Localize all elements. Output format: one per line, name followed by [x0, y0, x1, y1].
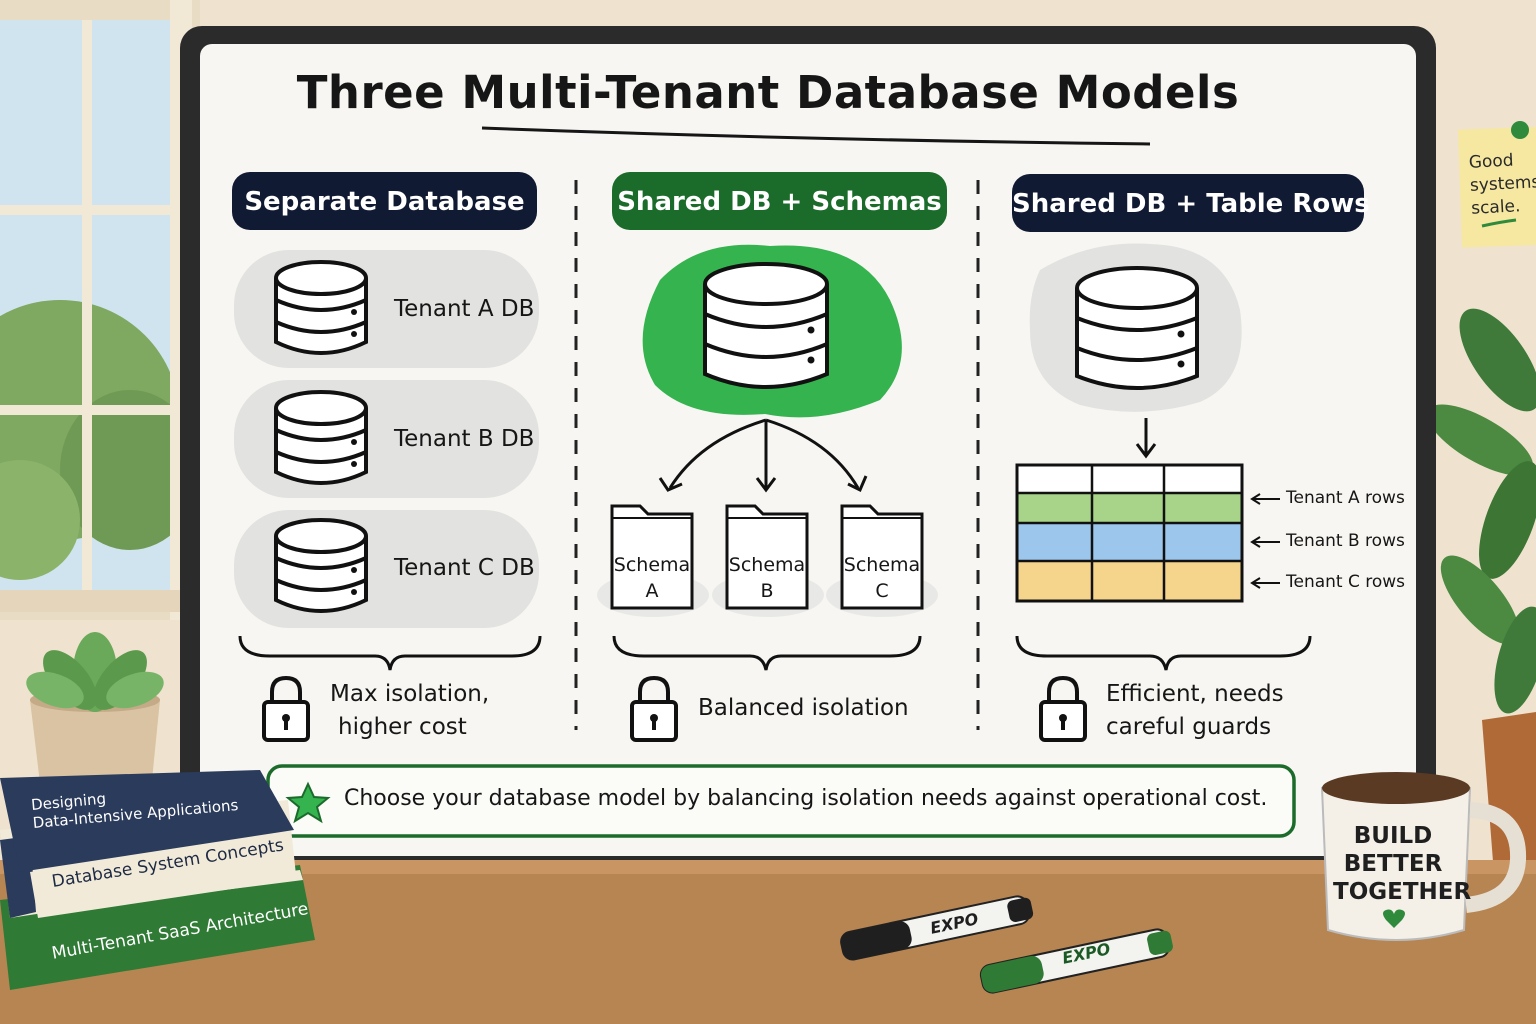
schema-folder [597, 504, 709, 617]
title-underline [481, 126, 1151, 146]
schema-c-line1: Schema [843, 554, 921, 576]
marker-black [840, 895, 1034, 961]
header-shared-schemas: Shared DB + Schemas [617, 187, 942, 217]
database-icon [1075, 266, 1199, 390]
sticky-note-line: scale. [1470, 196, 1521, 219]
schema-a-label: Schema A [612, 552, 692, 604]
header-pill-separate-database [232, 172, 537, 230]
tenant-b-rows-label: Tenant B rows [1286, 531, 1405, 551]
mug-text: BUILD BETTER TOGETHER [1333, 822, 1472, 906]
book-stack [0, 770, 315, 990]
caption-line: careful guards [1106, 714, 1272, 740]
star-icon [285, 781, 331, 824]
tenant-db-card [234, 250, 539, 368]
database-icon [703, 262, 829, 389]
mug-text-line: TOGETHER [1333, 879, 1472, 905]
marker-green [979, 928, 1173, 994]
sticky-note [1457, 121, 1536, 248]
curly-brace [238, 635, 542, 671]
header-pill-shared-schemas [612, 172, 947, 230]
curly-brace [612, 635, 922, 671]
sticky-note-line: systems [1469, 172, 1536, 196]
schema-folder [826, 504, 938, 617]
tenant-db-card [234, 380, 539, 498]
schema-b-line1: Schema [728, 554, 806, 576]
tenant-c-db-label: Tenant C DB [394, 555, 535, 581]
mug-text-line: BUILD [1353, 823, 1433, 849]
header-pill-shared-rows [1012, 174, 1364, 232]
schema-b-label: Schema B [727, 552, 807, 604]
caption-separate-database: Max isolation, higher cost [330, 678, 489, 744]
lock-icon [262, 675, 310, 742]
schema-b-line2: B [760, 580, 774, 602]
schema-c-line2: C [875, 580, 889, 602]
tenant-b-db-label: Tenant B DB [394, 426, 535, 452]
schema-arrows [658, 418, 868, 493]
caption-line: Efficient, needs [1106, 681, 1284, 707]
tenant-table [1015, 463, 1244, 603]
tenant-a-db-label: Tenant A DB [394, 296, 535, 322]
sticky-note-text: Good systems scale. [1468, 148, 1536, 221]
tenant-db-card [234, 510, 539, 628]
schema-a-line1: Schema [613, 554, 691, 576]
caption-line: Max isolation, [330, 681, 490, 707]
caption-line: higher cost [338, 714, 467, 740]
down-arrow [1135, 418, 1157, 459]
schema-c-label: Schema C [842, 552, 922, 604]
database-icon [274, 518, 368, 613]
window [0, 0, 215, 620]
database-icon [274, 390, 368, 485]
caption-shared-schemas: Balanced isolation [698, 695, 909, 721]
header-shared-rows: Shared DB + Table Rows [1012, 189, 1370, 219]
potted-plant [1426, 308, 1536, 900]
mug-text-line: BETTER [1343, 851, 1443, 877]
row-pointer-arrows [1250, 493, 1280, 589]
schema-folder [712, 504, 824, 617]
schema-a-line2: A [645, 580, 659, 602]
coffee-mug [1320, 772, 1527, 941]
header-separate-database: Separate Database [244, 187, 525, 217]
tenant-a-rows-label: Tenant A rows [1286, 488, 1405, 508]
lock-icon [630, 675, 678, 742]
curly-brace [1015, 635, 1312, 671]
tenant-c-rows-label: Tenant C rows [1286, 572, 1406, 592]
database-icon [274, 260, 368, 355]
page-title: Three Multi-Tenant Database Models [296, 66, 1240, 119]
summary-text: Choose your database model by balancing … [344, 786, 1268, 811]
lock-icon [1039, 675, 1087, 742]
caption-shared-rows: Efficient, needs careful guards [1106, 678, 1284, 744]
